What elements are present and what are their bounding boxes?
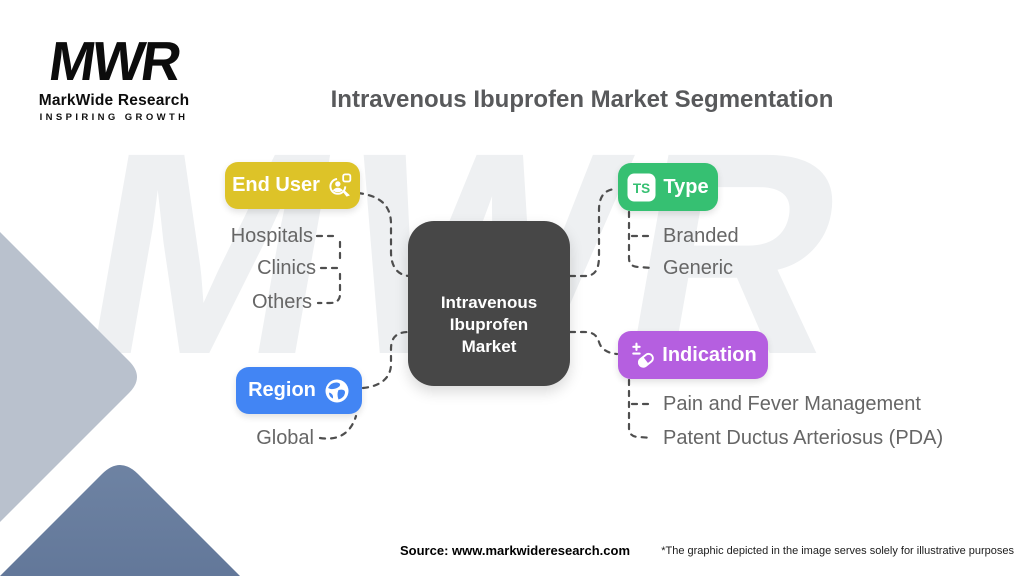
globe-icon (325, 379, 349, 402)
segment-badge-indication: Indication (618, 331, 768, 379)
brand-logo-tagline: INSPIRING GROWTH (39, 112, 189, 123)
leaf-pain-and-fever: Pain and Fever Management (663, 393, 921, 415)
segment-badge-end-user: End User (225, 162, 360, 209)
leaf-others: Others (251, 291, 312, 313)
disclaimer-text: *The graphic depicted in the image serve… (661, 545, 1014, 557)
leaf-hospitals: Hospitals (230, 225, 313, 247)
indication-label: Indication (662, 343, 757, 366)
region-label: Region (248, 379, 316, 401)
leaf-patent-ductus-arteriosus: Patent Ductus Arteriosus (PDA) (663, 427, 944, 449)
segment-badge-region: Region (236, 367, 362, 414)
brand-logo: MWR MarkWide Research INSPIRING GROWTH (34, 30, 194, 123)
segment-badge-type: TS Type (618, 163, 718, 211)
end-user-label: End User (232, 174, 320, 196)
ts-icon-text: TS (633, 180, 650, 195)
pill-plus-minus-icon (632, 342, 655, 368)
page-title: Intravenous Ibuprofen Market Segmentatio… (330, 86, 834, 113)
leaf-global: Global (256, 427, 314, 449)
ts-square-icon: TS (627, 172, 656, 202)
center-market-label: Intravenous Ibuprofen Market (440, 293, 538, 356)
brand-logo-mark: MWR (45, 30, 183, 92)
center-market-node: Intravenous Ibuprofen Market (408, 221, 570, 386)
leaf-clinics: Clinics (257, 257, 316, 279)
leaf-branded: Branded (663, 225, 739, 247)
source-text: Source: www.markwideresearch.com (400, 543, 631, 558)
connector-global-to-region (318, 414, 358, 440)
type-label: Type (663, 175, 709, 198)
user-edit-icon (329, 173, 352, 197)
brand-logo-name: MarkWide Research (38, 92, 190, 109)
leaf-generic: Generic (663, 257, 734, 279)
corner-shape-dark (0, 465, 240, 576)
